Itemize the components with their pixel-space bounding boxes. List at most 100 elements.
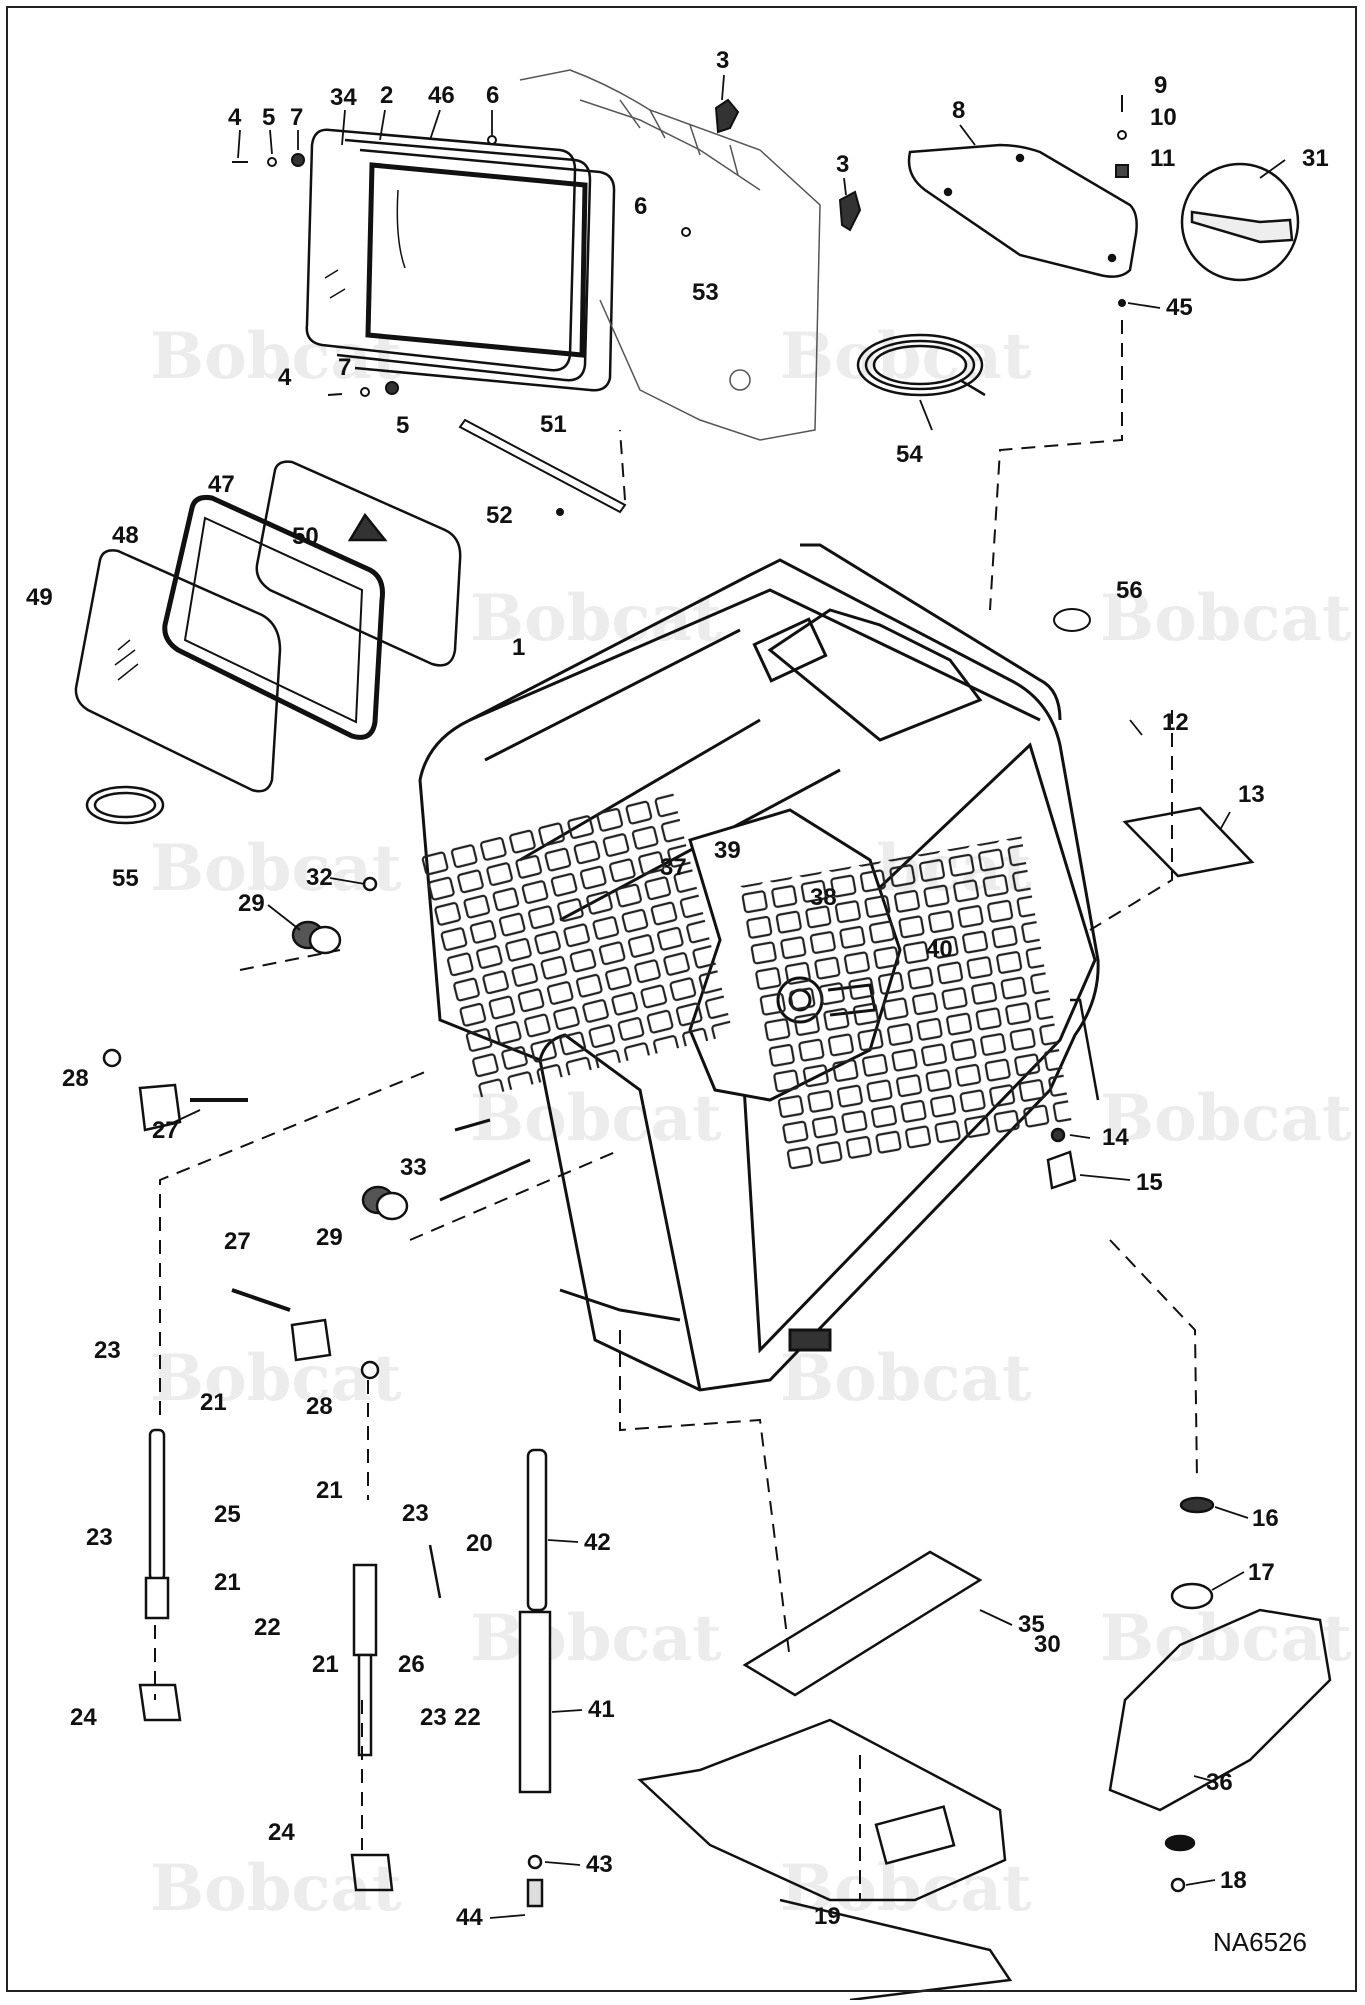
callout-label: 4 bbox=[228, 104, 242, 131]
watermark-text: Bobcat bbox=[1100, 1081, 1352, 1156]
callout-label: 19 bbox=[814, 1903, 841, 1930]
callout-label: 23 bbox=[94, 1337, 121, 1364]
callout-label: 46 bbox=[428, 82, 455, 109]
rear-grill-screen bbox=[415, 791, 734, 1099]
watermark-text: Bobcat bbox=[150, 1341, 402, 1416]
callout-label: 24 bbox=[70, 1704, 97, 1731]
callout-label: 26 bbox=[398, 1651, 425, 1678]
callout-label: 12 bbox=[1162, 709, 1189, 736]
callout-label: 16 bbox=[1252, 1505, 1279, 1532]
callout-label: 30 bbox=[1034, 1631, 1061, 1658]
callout-labels: 4 5 7 34 2 46 6 3 3 6 53 4 7 5 51 52 8 9… bbox=[26, 47, 1329, 1931]
watermark-text: Bobcat bbox=[470, 581, 722, 656]
callout-label: 8 bbox=[952, 97, 965, 124]
callout-label: 49 bbox=[26, 584, 53, 611]
callout-label: 4 bbox=[278, 364, 292, 391]
callout-label: 27 bbox=[224, 1228, 251, 1255]
drawing-number: NA6526 bbox=[1213, 1927, 1307, 1957]
watermark-text: Bobcat bbox=[470, 1081, 722, 1156]
callout-label: 6 bbox=[486, 82, 499, 109]
callout-label: 11 bbox=[1150, 145, 1175, 172]
callout-label: 3 bbox=[836, 151, 849, 178]
diagram-border bbox=[6, 6, 1357, 1992]
callout-label: 37 bbox=[660, 854, 687, 881]
callout-label: 45 bbox=[1166, 294, 1193, 321]
callout-label: 31 bbox=[1302, 145, 1329, 172]
callout-label: 38 bbox=[810, 884, 837, 911]
callout-label: 6 bbox=[634, 193, 647, 220]
callout-label: 7 bbox=[290, 104, 303, 131]
watermark-text: Bobcat bbox=[780, 1341, 1032, 1416]
callout-label: 21 bbox=[316, 1477, 343, 1504]
window-latch bbox=[714, 98, 862, 232]
callout-label: 17 bbox=[1248, 1559, 1275, 1586]
watermark-layer: Bobcat Bobcat Bobcat Bobcat Bobcat Bobca… bbox=[150, 319, 1352, 1926]
callout-label: 24 bbox=[268, 1819, 295, 1846]
cover-plate bbox=[907, 143, 1138, 278]
callout-label: 44 bbox=[456, 1904, 483, 1931]
seal-roll bbox=[85, 785, 165, 825]
cylinder-mounts bbox=[138, 1544, 442, 1892]
watermark-text: Bobcat bbox=[150, 831, 402, 906]
callout-label: 48 bbox=[112, 522, 139, 549]
front-grill-screen bbox=[735, 836, 1072, 1173]
callout-label: 3 bbox=[716, 47, 729, 74]
right-cab-mount bbox=[1108, 1496, 1332, 1893]
callout-label: 15 bbox=[1136, 1169, 1163, 1196]
seal-coil bbox=[856, 333, 986, 397]
callout-label: 50 bbox=[292, 523, 319, 550]
callout-label: 5 bbox=[262, 104, 275, 131]
watermark-text: Bobcat bbox=[780, 1851, 1032, 1926]
decal-round bbox=[1053, 608, 1091, 632]
callout-label: 7 bbox=[338, 354, 351, 381]
callout-label: 32 bbox=[306, 864, 333, 891]
callout-label: 25 bbox=[214, 1501, 241, 1528]
watermark-text: Bobcat bbox=[150, 1851, 402, 1926]
callout-label: 54 bbox=[896, 441, 923, 468]
callout-label: 21 bbox=[214, 1569, 241, 1596]
side-window-assembly bbox=[74, 460, 462, 793]
watermark-text: Bobcat bbox=[470, 1601, 722, 1676]
callout-label: 56 bbox=[1116, 577, 1143, 604]
callout-label: 18 bbox=[1220, 1867, 1247, 1894]
callout-label: 29 bbox=[316, 1224, 343, 1251]
callout-label: 9 bbox=[1154, 72, 1167, 99]
callout-label: 53 bbox=[692, 279, 719, 306]
watermark-text: Bobcat bbox=[1100, 1601, 1352, 1676]
callout-label: 43 bbox=[586, 1851, 613, 1878]
callout-label: 1 bbox=[512, 634, 525, 661]
plate-hardware bbox=[1115, 95, 1129, 307]
callout-label: 42 bbox=[584, 1529, 611, 1556]
callout-label: 22 bbox=[454, 1704, 481, 1731]
callout-label: 36 bbox=[1206, 1769, 1233, 1796]
callout-label: 33 bbox=[400, 1154, 427, 1181]
callout-leaders bbox=[167, 74, 1286, 1919]
callout-label: 21 bbox=[200, 1389, 227, 1416]
watermark-text: Bobcat bbox=[780, 319, 1032, 394]
callout-label: 35 bbox=[1018, 1611, 1045, 1638]
callout-label: 2 bbox=[380, 82, 393, 109]
callout-label: 5 bbox=[396, 412, 409, 439]
rear-window-assembly bbox=[305, 128, 616, 392]
callout-label: 34 bbox=[330, 84, 357, 111]
callout-label: 14 bbox=[1102, 1124, 1129, 1151]
door-frame-panel bbox=[519, 69, 821, 441]
window-fasteners bbox=[232, 135, 691, 397]
assembly-lines bbox=[154, 320, 1198, 1900]
cab-mounts bbox=[102, 876, 409, 1380]
callout-label: 55 bbox=[112, 865, 139, 892]
callout-label: 28 bbox=[306, 1393, 333, 1420]
panel-and-bracket bbox=[1046, 806, 1255, 1190]
sealant-tube-detail bbox=[1180, 162, 1300, 282]
callout-label: 28 bbox=[62, 1065, 89, 1092]
callout-label: 52 bbox=[486, 502, 513, 529]
lift-cylinders bbox=[144, 1428, 552, 1908]
callout-label: 39 bbox=[714, 837, 741, 864]
callout-label: 21 bbox=[312, 1651, 339, 1678]
callout-label: 47 bbox=[208, 471, 235, 498]
callout-label: 20 bbox=[466, 1530, 493, 1557]
retainer-strip bbox=[458, 418, 627, 516]
callout-label: 29 bbox=[238, 890, 265, 917]
